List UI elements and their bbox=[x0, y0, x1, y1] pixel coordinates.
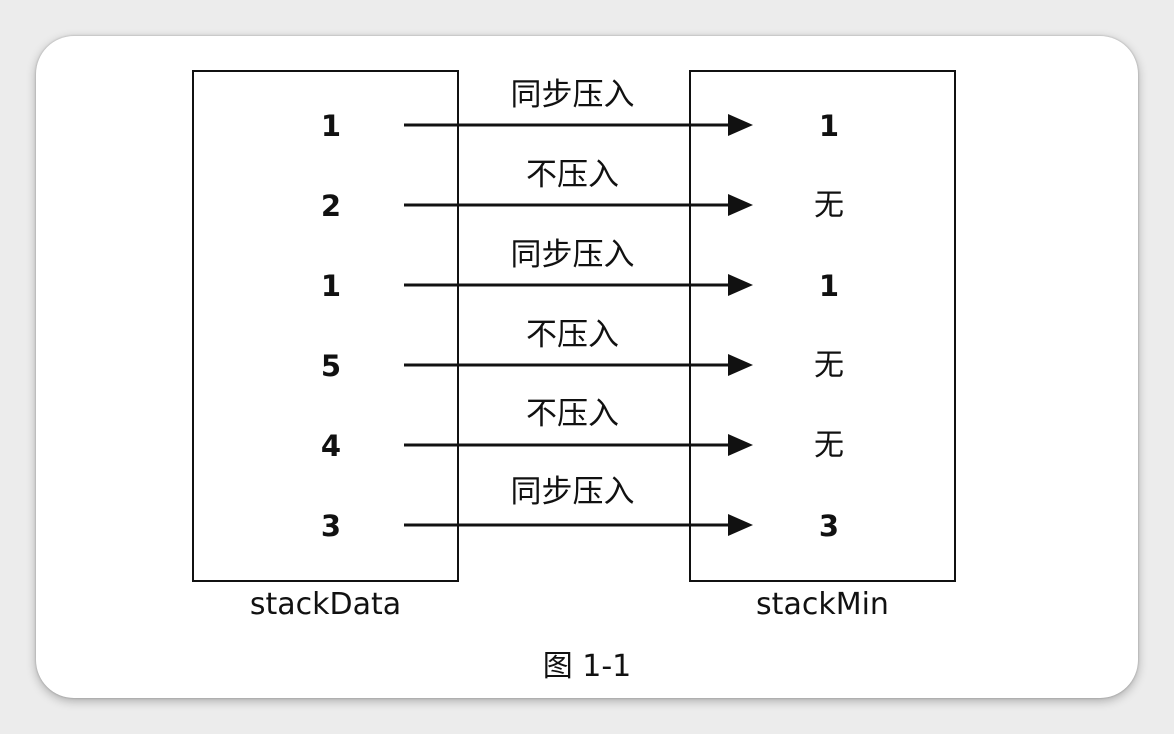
action-label-4: 不压入 bbox=[526, 317, 619, 353]
action-label-1: 同步压入 bbox=[510, 77, 635, 113]
stack-min-value-6: 3 bbox=[818, 509, 840, 543]
action-label-5: 不压入 bbox=[526, 396, 619, 432]
stack-min-value-3: 1 bbox=[818, 269, 840, 303]
stack-data-value-1: 1 bbox=[320, 109, 342, 143]
stack-data-value-4: 5 bbox=[320, 349, 342, 383]
arrow-3 bbox=[404, 274, 753, 296]
stack-data-box bbox=[192, 70, 459, 582]
stack-data-value-5: 4 bbox=[320, 429, 342, 463]
stack-min-value-4: 无 bbox=[814, 348, 844, 383]
stack-min-box bbox=[689, 70, 956, 582]
stack-data-value-2: 2 bbox=[320, 189, 342, 223]
arrow-6 bbox=[404, 514, 753, 536]
stack-min-value-2: 无 bbox=[814, 188, 844, 223]
stack-min-value-5: 无 bbox=[814, 428, 844, 463]
action-label-2: 不压入 bbox=[526, 157, 619, 193]
stack-min-value-1: 1 bbox=[818, 109, 840, 143]
arrow-5 bbox=[404, 434, 753, 456]
stack-data-label: stackData bbox=[249, 587, 402, 622]
stack-min-label: stackMin bbox=[756, 587, 889, 622]
action-label-6: 同步压入 bbox=[510, 474, 635, 510]
arrow-1 bbox=[404, 114, 753, 136]
stack-data-value-6: 3 bbox=[320, 509, 342, 543]
arrow-2 bbox=[404, 194, 753, 216]
arrow-4 bbox=[404, 354, 753, 376]
action-label-3: 同步压入 bbox=[510, 237, 635, 273]
figure-caption: 图 1-1 bbox=[542, 649, 632, 684]
stack-data-value-3: 1 bbox=[320, 269, 342, 303]
